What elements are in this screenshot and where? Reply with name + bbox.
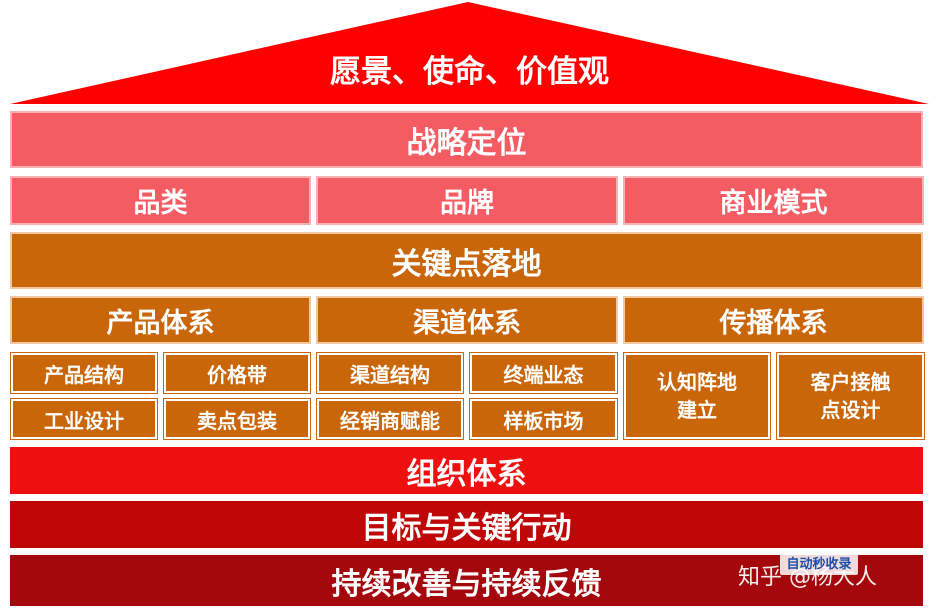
- key-points-landing-bar: 关键点落地: [10, 232, 923, 289]
- vision-mission-values-label: 愿景、使命、价值观: [330, 53, 609, 90]
- industrial-design-box: 工业设计: [10, 398, 158, 440]
- objectives-key-actions-bar: 目标与关键行动: [10, 501, 923, 548]
- communication-system-box: 传播体系: [623, 296, 924, 344]
- product-system-box: 产品体系: [10, 296, 311, 344]
- strategy-positioning-bar: 战略定位: [10, 111, 923, 168]
- terminal-format-box: 终端业态: [469, 352, 618, 394]
- distributor-enablement-box: 经销商赋能: [316, 398, 464, 440]
- price-band-box: 价格带: [163, 352, 311, 394]
- watermark-logo-icon: 自动秒收录: [780, 549, 858, 575]
- cognition-position-box: 认知阵地 建立: [623, 352, 771, 440]
- roof-shape: [10, 2, 929, 104]
- channel-structure-box: 渠道结构: [316, 352, 464, 394]
- organization-system-bar: 组织体系: [10, 447, 923, 494]
- brand-box: 品牌: [316, 176, 618, 225]
- product-structure-box: 产品结构: [10, 352, 158, 394]
- selling-point-packaging-box: 卖点包装: [163, 398, 311, 440]
- continuous-improvement-bar: 持续改善与持续反馈: [10, 555, 923, 606]
- model-market-box: 样板市场: [469, 398, 618, 440]
- customer-touchpoint-box: 客户接触 点设计: [776, 352, 925, 440]
- channel-system-box: 渠道体系: [316, 296, 618, 344]
- category-box: 品类: [10, 176, 311, 225]
- business-model-box: 商业模式: [623, 176, 924, 225]
